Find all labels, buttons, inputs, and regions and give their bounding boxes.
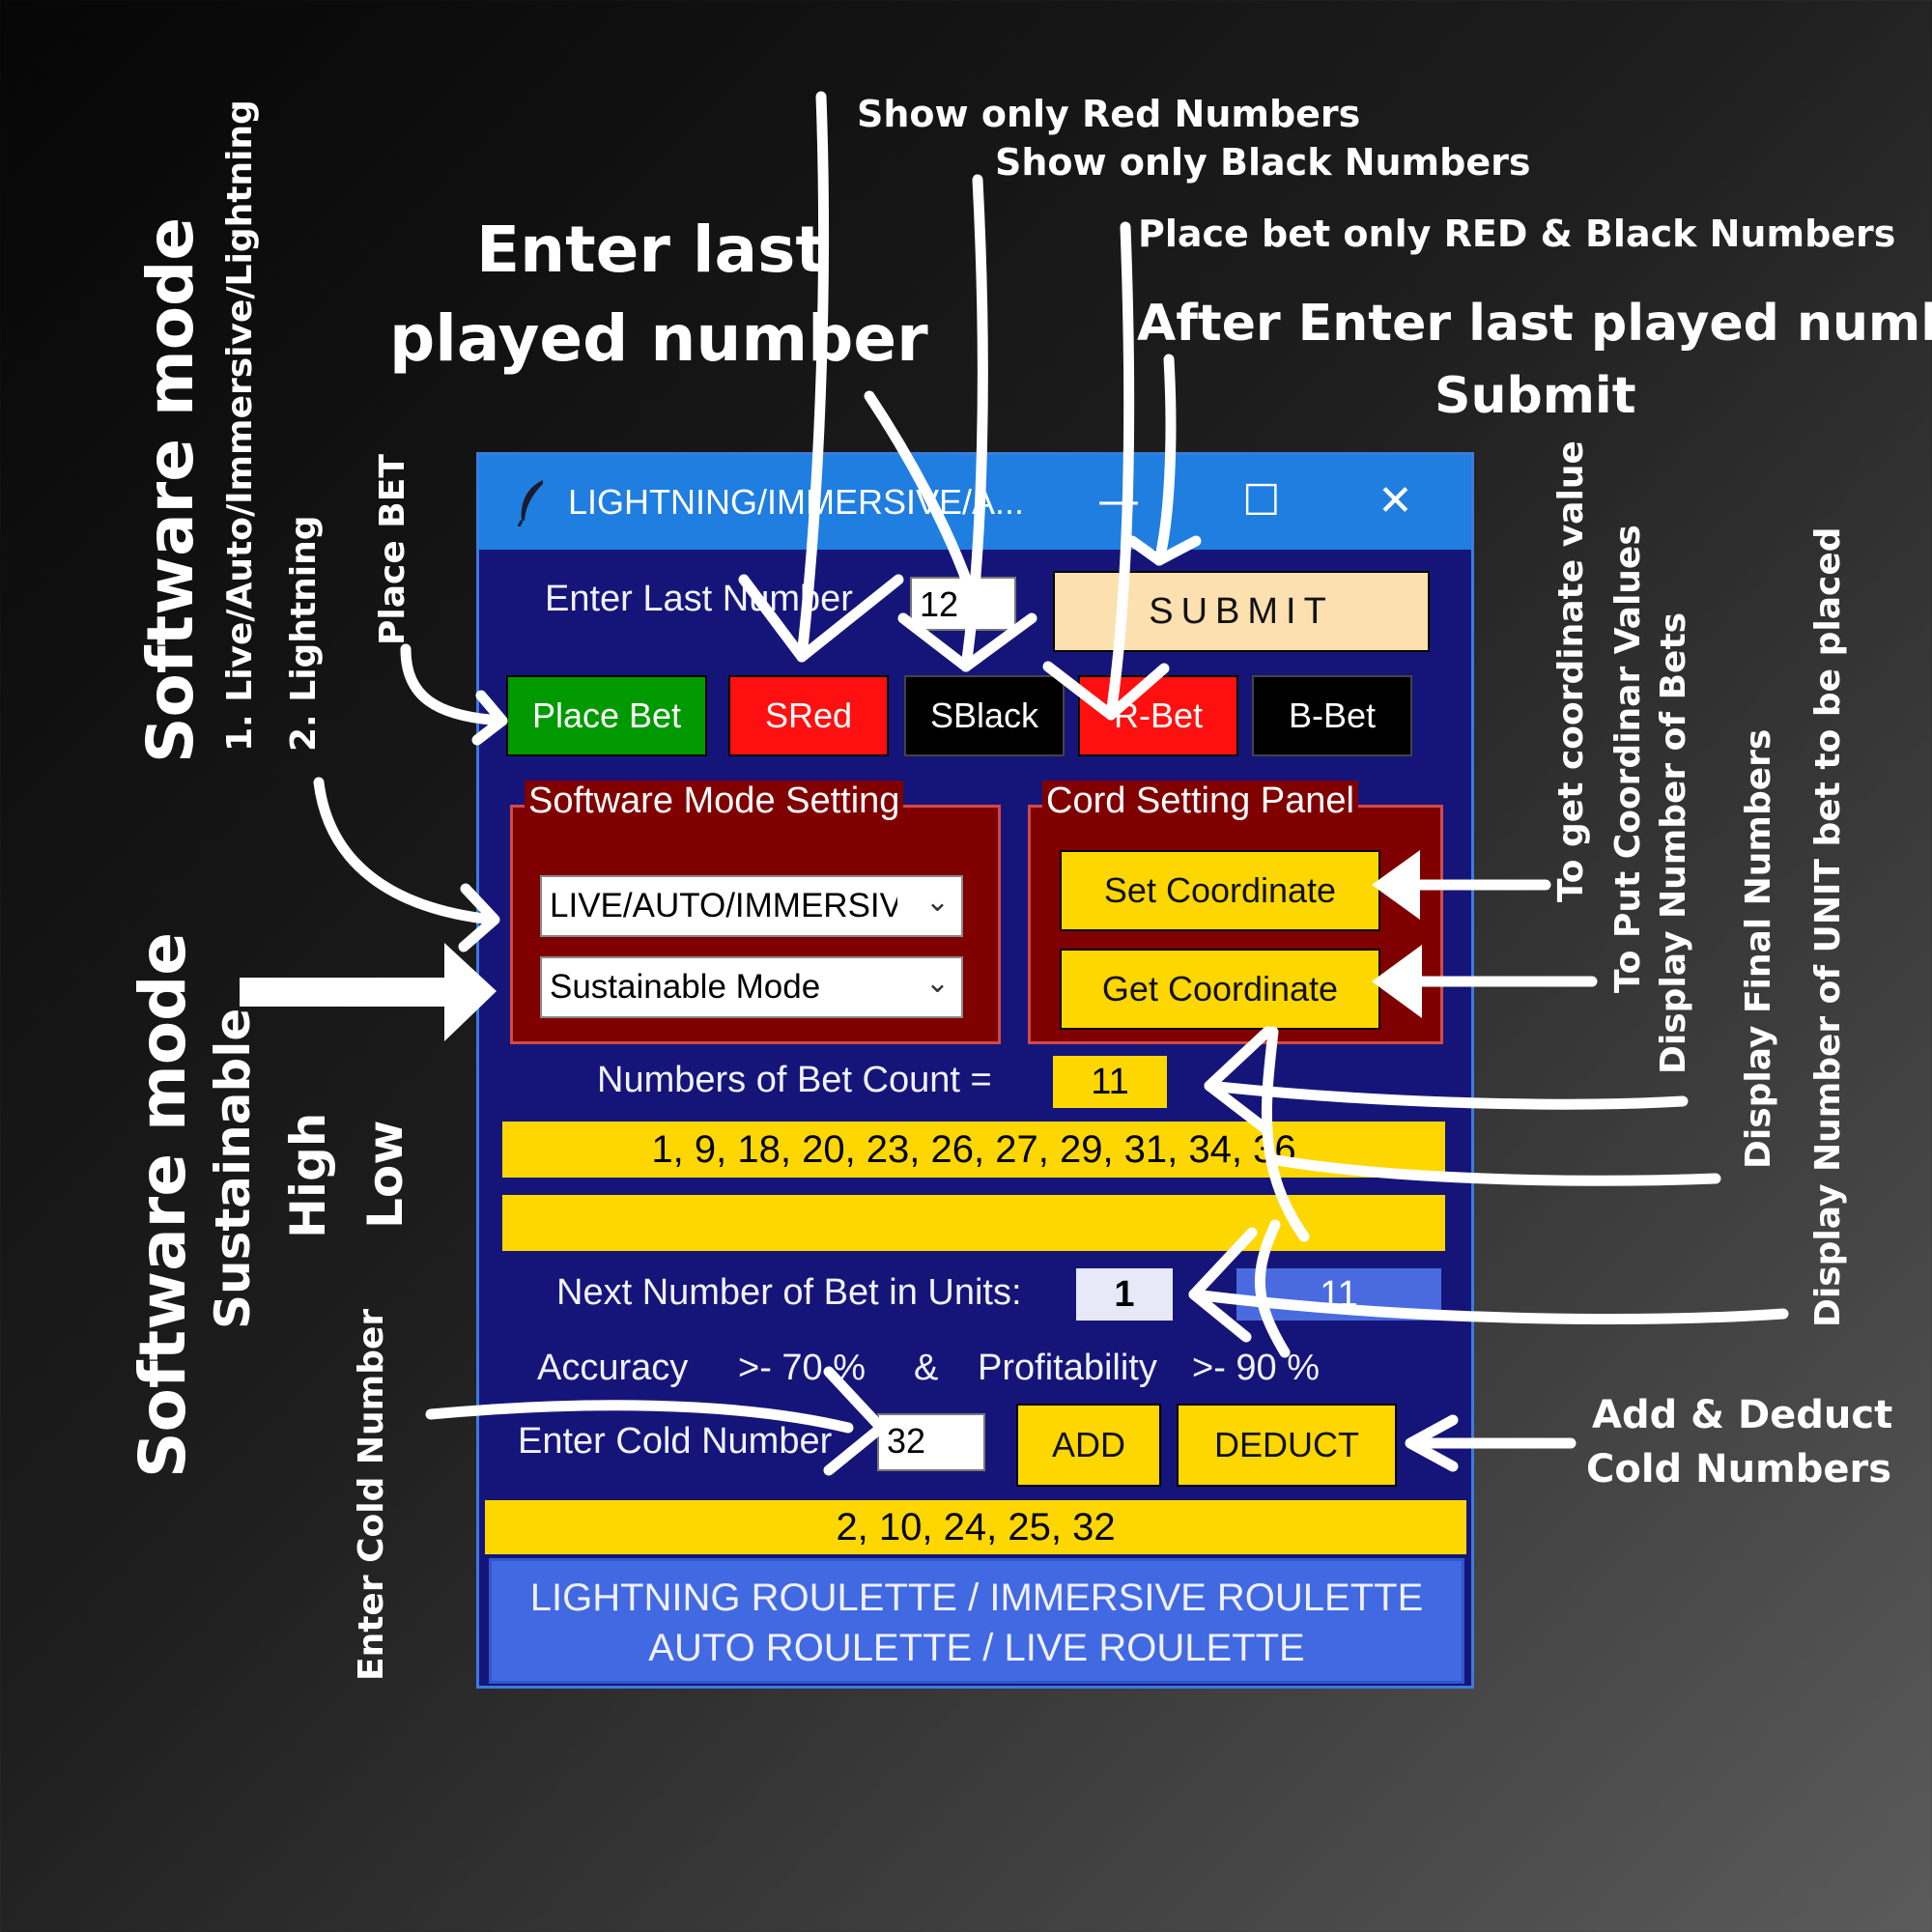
bbet-button[interactable]: B-Bet	[1252, 675, 1412, 756]
units-value: 1	[1076, 1268, 1173, 1321]
profitability-label: Profitability	[978, 1348, 1157, 1388]
arrow-show-black-head	[897, 612, 1037, 672]
cord-setting-panel: Cord Setting Panel Set Coordinate Get Co…	[1028, 781, 1443, 1044]
chevron-down-icon[interactable]: ⌄	[924, 967, 950, 999]
maximize-icon[interactable]: ☐	[1242, 476, 1281, 526]
final-numbers-display: 1, 9, 18, 20, 23, 26, 27, 29, 31, 34, 36	[502, 1122, 1445, 1178]
sblack-button[interactable]: SBlack	[904, 675, 1065, 756]
annotation-add-deduct-2: Cold Numbers	[1586, 1447, 1892, 1492]
annotation-add-deduct-1: Add & Deduct	[1592, 1393, 1893, 1437]
cold-numbers-display: 2, 10, 24, 25, 32	[485, 1500, 1466, 1554]
footer-line-1: LIGHTNING ROULETTE / IMMERSIVE ROULETTE	[529, 1577, 1424, 1619]
annotation-enter-last-2: played number	[389, 301, 928, 376]
units-label: Next Number of Bet in Units:	[556, 1272, 1022, 1313]
arrow-cold-number-head	[823, 1366, 887, 1476]
arrow-lightning-mode-head	[458, 883, 500, 952]
footer-line-2: AUTO ROULETTE / LIVE ROULETTE	[648, 1627, 1305, 1669]
arrow-swoop-2	[1254, 1219, 1291, 1358]
arrow-swoop-1	[1261, 1026, 1310, 1242]
strategy-select[interactable]: Sustainable Mode ⌄	[540, 956, 963, 1018]
add-button[interactable]: ADD	[1016, 1404, 1161, 1487]
arrow-number-of-bets	[1204, 1080, 1689, 1110]
bet-count-label: Numbers of Bet Count =	[597, 1060, 992, 1100]
arrow-cold-number	[425, 1400, 854, 1434]
cold-number-label: Enter Cold Number	[518, 1421, 833, 1462]
app-window: LIGHTNING/IMMERSIVE/A... — ☐ ✕ Enter Las…	[476, 452, 1474, 1689]
footer-banner: LIGHTNING ROULETTE / IMMERSIVE ROULETTE …	[489, 1558, 1464, 1684]
get-coordinate-button[interactable]: Get Coordinate	[1060, 949, 1380, 1030]
block-arrow-strategy	[240, 943, 497, 1041]
strategy-select-value: Sustainable Mode	[550, 968, 821, 1006]
arrow-unit-bet-head	[1188, 1227, 1258, 1343]
arrow-add-deduct-head	[1405, 1414, 1459, 1472]
block-arrow-set-head	[1372, 850, 1420, 920]
deduct-button[interactable]: DEDUCT	[1177, 1404, 1397, 1487]
annotation-place-red-black: Place bet only RED & Black Numbers	[1138, 213, 1896, 255]
arrow-unit-bet	[1188, 1289, 1789, 1324]
place-bet-button[interactable]: Place Bet	[506, 675, 707, 756]
sred-button[interactable]: SRed	[728, 675, 889, 756]
software-mode-panel-title: Software Mode Setting	[525, 781, 904, 822]
arrow-played-to-sblack	[864, 390, 981, 614]
arrow-submit-head	[1126, 535, 1202, 566]
feather-icon	[516, 478, 549, 530]
mode-select-value: LIVE/AUTO/IMMERSIVE	[550, 887, 897, 924]
software-mode-panel: Software Mode Setting LIVE/AUTO/IMMERSIV…	[510, 781, 1001, 1044]
window-title: LIGHTNING/IMMERSIVE/A...	[568, 482, 1025, 522]
annotation-after-enter-1: After Enter last played number	[1137, 295, 1932, 353]
block-arrow-get-head	[1372, 945, 1422, 1018]
annotation-after-enter-2: Submit	[1435, 367, 1636, 425]
cold-number-input[interactable]: 32	[877, 1413, 985, 1471]
arrow-place-rb-head	[1042, 661, 1170, 721]
annotation-show-red: Show only Red Numbers	[857, 93, 1361, 135]
accuracy-amp: &	[914, 1348, 939, 1388]
arrow-place-bet	[400, 643, 508, 726]
arrow-lightning-mode	[313, 777, 498, 925]
arrow-place-rb	[1105, 221, 1135, 721]
bet-count-value: 11	[1053, 1056, 1167, 1108]
arrow-final-numbers	[1265, 1153, 1721, 1186]
arrow-submit	[1153, 354, 1177, 566]
arrow-enter-last-head	[738, 574, 904, 663]
last-number-input[interactable]: 12	[910, 577, 1016, 631]
mode-select[interactable]: LIVE/AUTO/IMMERSIVE ⌄	[540, 875, 963, 937]
set-coordinate-button[interactable]: Set Coordinate	[1060, 850, 1380, 931]
profitability-value: >- 90 %	[1192, 1348, 1321, 1388]
arrow-number-of-bets-head	[1204, 1026, 1273, 1136]
chevron-down-icon[interactable]: ⌄	[924, 886, 950, 918]
annotation-show-black: Show only Black Numbers	[995, 141, 1531, 184]
annotation-enter-last-1: Enter last	[476, 213, 826, 287]
cord-setting-panel-title: Cord Setting Panel	[1042, 781, 1358, 822]
accuracy-label: Accuracy	[537, 1348, 689, 1388]
arrow-enter-last	[796, 91, 830, 663]
arrow-place-bet-head	[471, 690, 508, 746]
close-icon[interactable]: ✕	[1378, 476, 1413, 526]
